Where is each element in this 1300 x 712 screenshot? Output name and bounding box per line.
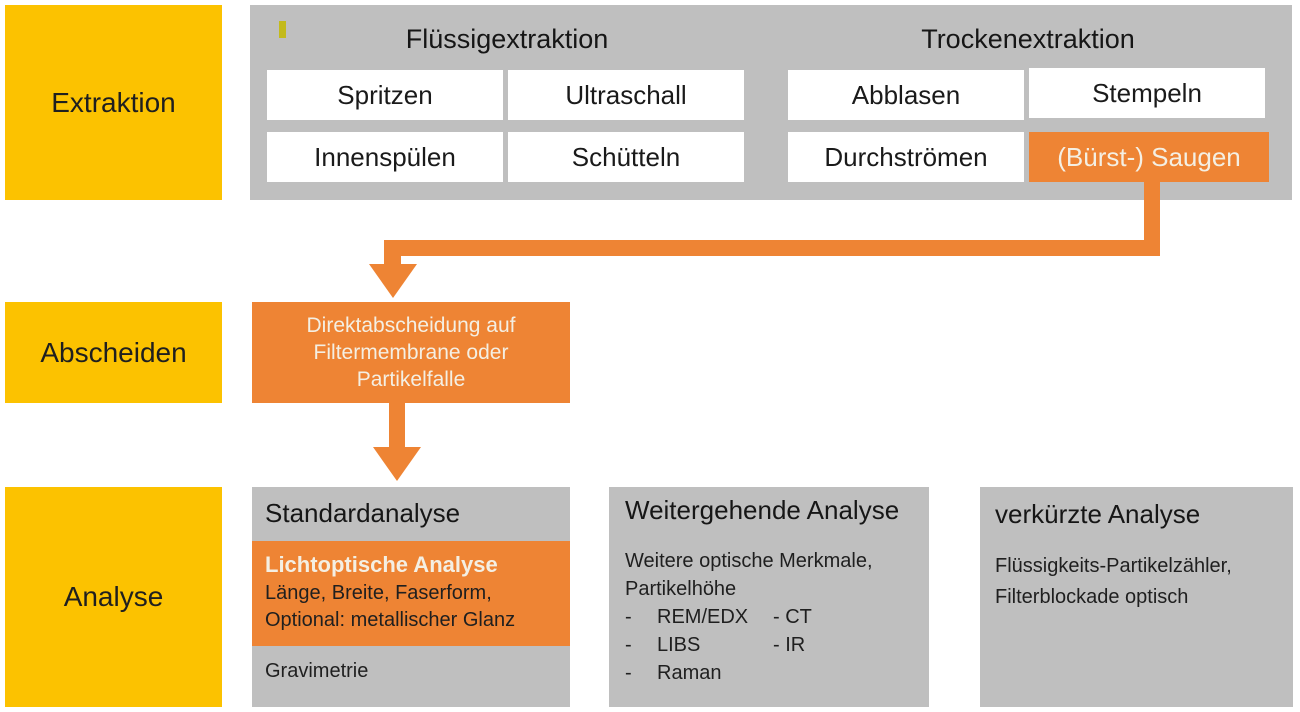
analysis-short-body: Flüssigkeits-Partikelzähler, Filterblock…	[995, 551, 1232, 613]
stage-analysis-label: Analyse	[63, 581, 164, 612]
list-item-rem-edx: REM/EDX	[657, 606, 749, 628]
analysis-box-short: verkürzte Analyse Flüssigkeits-Partikelz…	[980, 487, 1293, 707]
stage-separation: Abscheiden	[5, 302, 222, 403]
highlight-title: Lichtoptische Analyse	[265, 552, 498, 577]
extended-list-row: - REM/EDX - CT	[625, 603, 921, 631]
list-dash: -	[625, 606, 632, 628]
extended-intro-line-2: Partikelhöhe	[625, 578, 737, 600]
arrow-down-icon	[369, 264, 417, 298]
stage-analysis: Analyse	[5, 487, 222, 707]
analysis-box-standard: Standardanalyse Lichtoptische Analyse Lä…	[252, 487, 570, 707]
analysis-box-extended: Weitergehende Analyse Weitere optische M…	[609, 487, 929, 707]
stage-extraction: Extraktion	[5, 5, 222, 200]
group-title-dry-extraction: Trockenextraktion	[921, 24, 1135, 54]
separation-line-3: Partikelfalle	[356, 368, 466, 391]
connector-vertical-from-saugen	[1144, 182, 1160, 256]
separation-line-1: Direktabscheidung auf	[306, 314, 516, 337]
stage-extraction-label: Extraktion	[51, 86, 176, 118]
stage-separation-label: Abscheiden	[40, 336, 187, 368]
separation-line-2: Filtermembrane oder	[313, 341, 509, 364]
highlight-band-lichtoptisch: Lichtoptische Analyse Länge, Breite, Fas…	[252, 541, 570, 646]
method-ultraschall: Ultraschall	[508, 70, 744, 120]
arrow-down-icon	[373, 447, 421, 481]
list-dash: -	[625, 662, 632, 684]
method-schuetteln: Schütteln	[508, 132, 744, 182]
analysis-extended-title: Weitergehende Analyse	[625, 495, 900, 525]
list-item-raman: Raman	[657, 662, 722, 684]
connector-stem-to-analysis	[389, 403, 405, 447]
analysis-short-title: verkürzte Analyse	[995, 499, 1201, 529]
method-stempeln: Stempeln	[1029, 68, 1265, 118]
connector-horizontal	[384, 240, 1160, 256]
extraction-panel: Flüssigextraktion Trockenextraktion Spri…	[250, 5, 1292, 200]
group-title-liquid-extraction: Flüssigextraktion	[405, 24, 609, 54]
analysis-standard-title: Standardanalyse	[265, 498, 461, 528]
short-line-1: Flüssigkeits-Partikelzähler,	[995, 555, 1232, 577]
connector-elbow-stem	[384, 240, 401, 264]
list-item-ir: - IR	[773, 634, 806, 656]
extended-list-row: - Raman	[625, 659, 921, 687]
extended-list-row: - LIBS - IR	[625, 631, 921, 659]
analysis-standard-footer: Gravimetrie	[265, 660, 369, 682]
separation-box: Direktabscheidung auf Filtermembrane ode…	[252, 302, 570, 403]
method-spritzen: Spritzen	[267, 70, 503, 120]
extended-intro-line-1: Weitere optische Merkmale,	[625, 550, 873, 572]
method-innenspuelen: Innenspülen	[267, 132, 503, 182]
method-durchstroemen: Durchströmen	[788, 132, 1024, 182]
highlight-line-1: Länge, Breite, Faserform,	[265, 582, 492, 604]
list-item-ct: - CT	[773, 606, 812, 628]
analysis-extended-body: Weitere optische Merkmale, Partikelhöhe …	[625, 547, 921, 687]
highlight-line-2: Optional: metallischer Glanz	[265, 609, 516, 631]
list-item-libs: LIBS	[657, 634, 701, 656]
short-line-2: Filterblockade optisch	[995, 586, 1189, 608]
yellow-tick-marker	[279, 21, 286, 38]
method-abblasen: Abblasen	[788, 70, 1024, 120]
method-buerst-saugen-highlighted: (Bürst-) Saugen	[1029, 132, 1269, 182]
list-dash: -	[625, 634, 632, 656]
